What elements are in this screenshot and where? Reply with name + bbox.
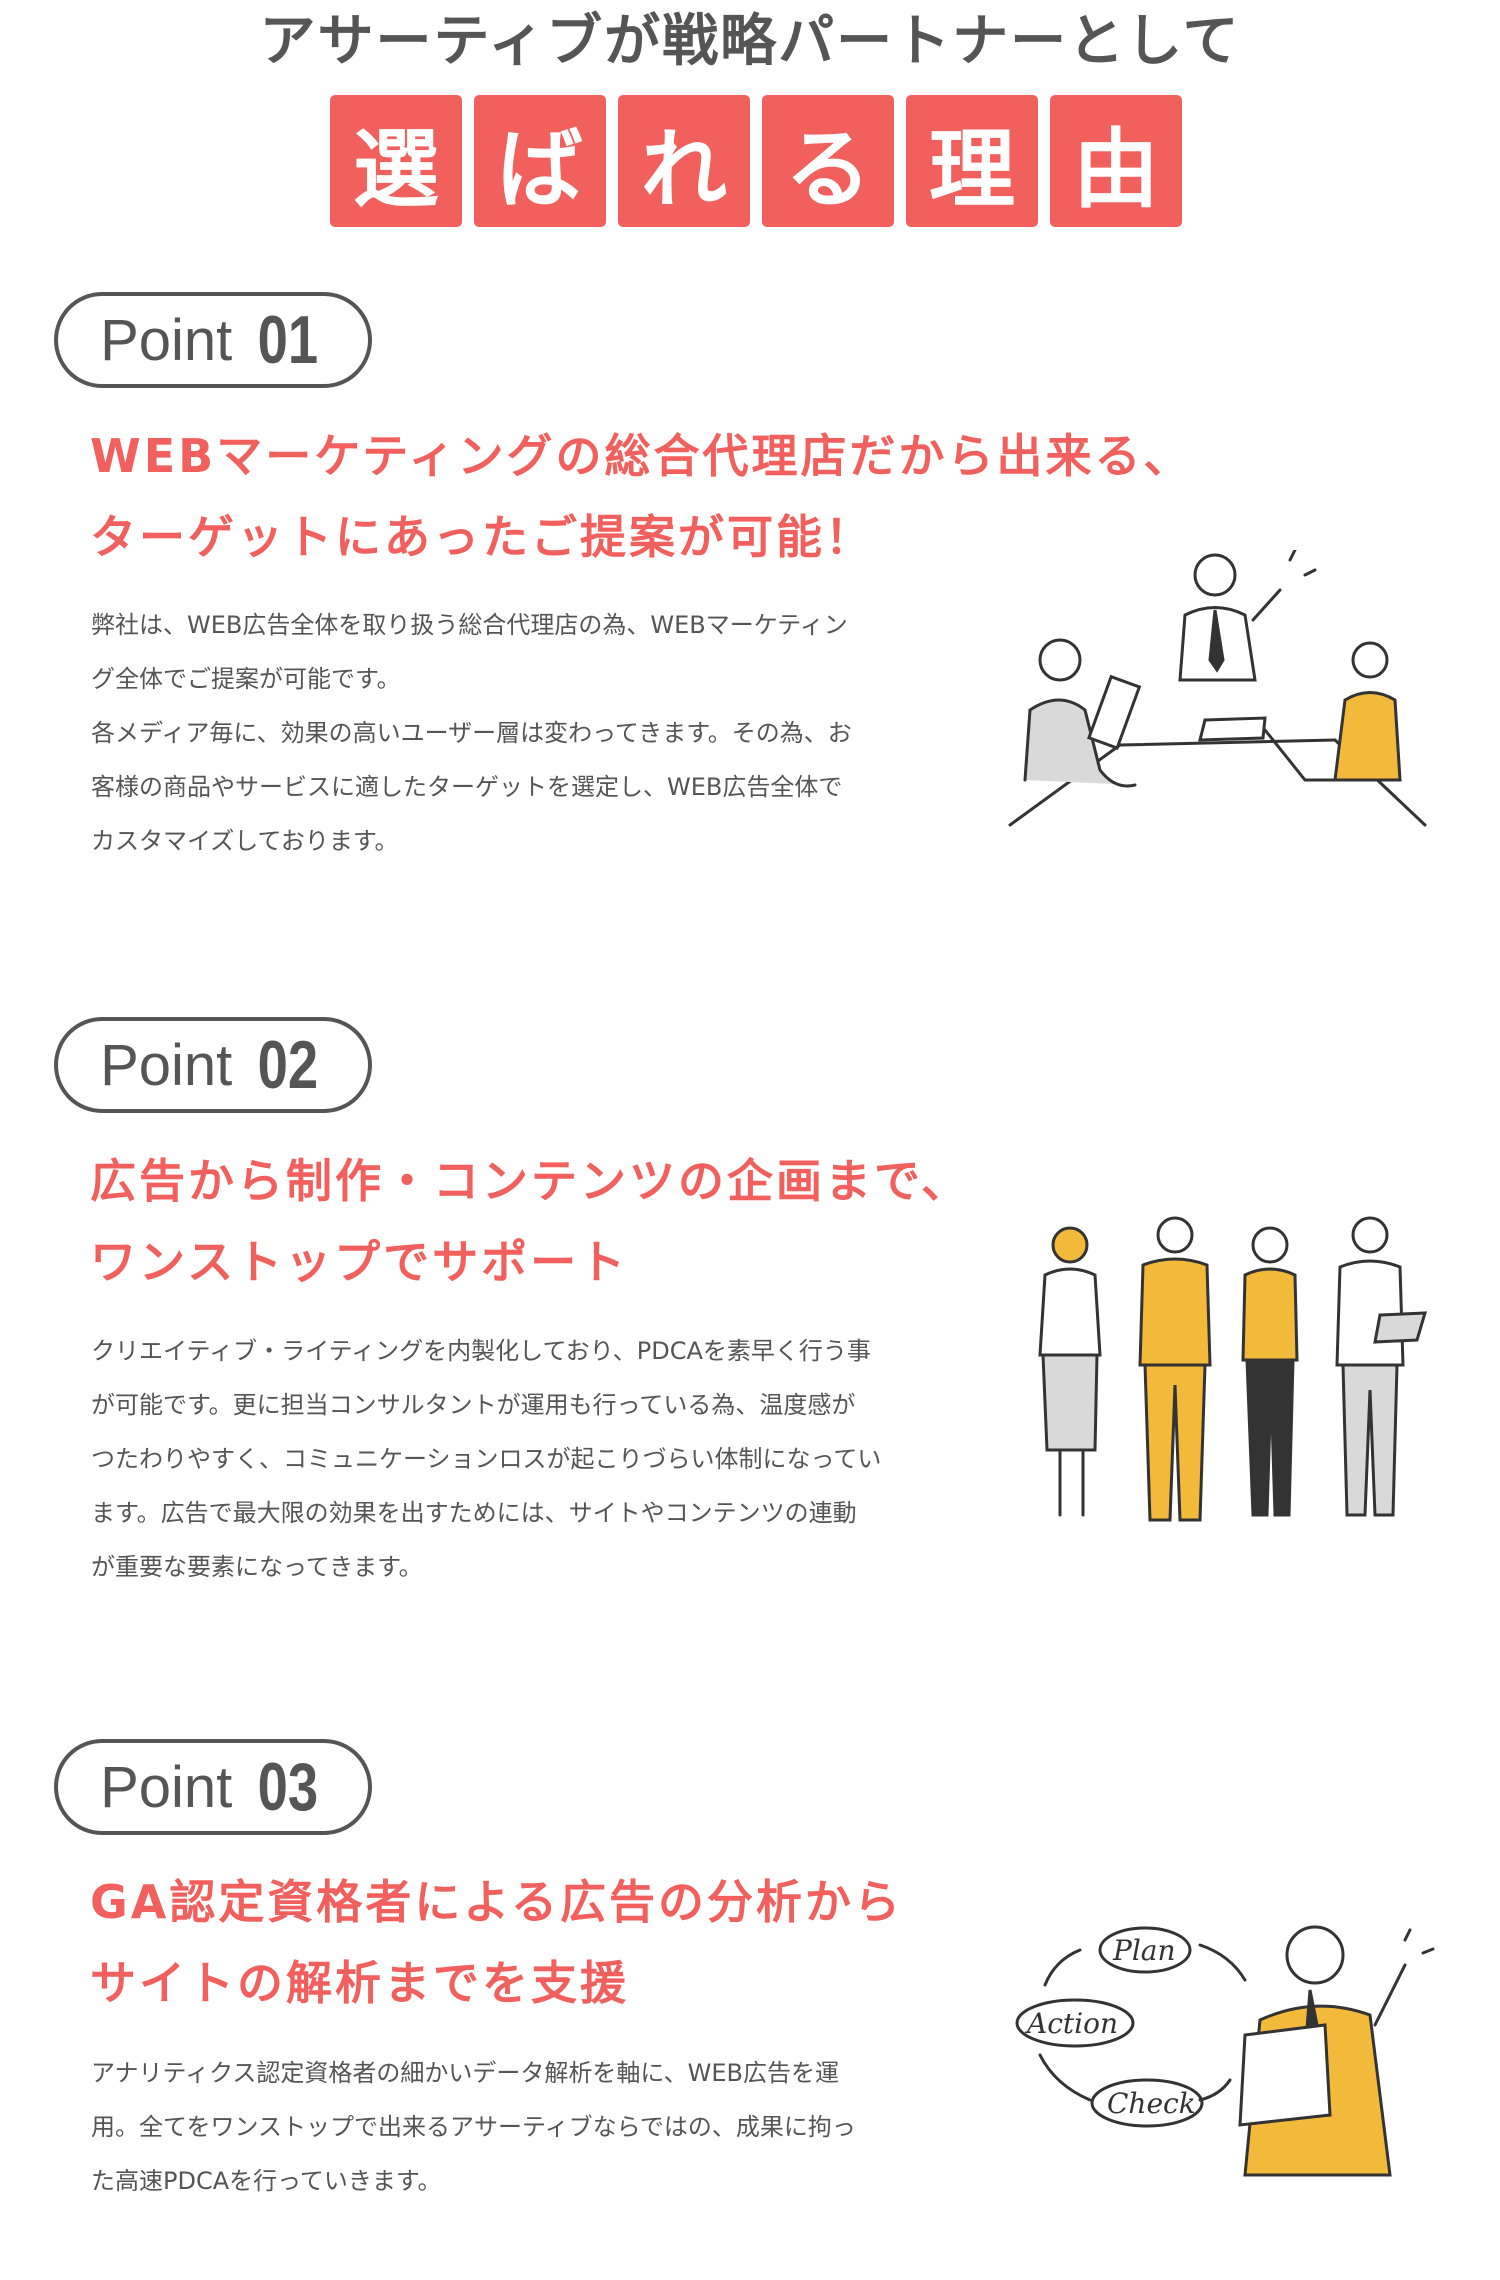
section-subtitle: アサーティブが戦略パートナーとして <box>259 9 1241 74</box>
point-badge-02: Point 02 <box>54 1017 372 1113</box>
arrow-icon <box>1198 2078 1232 2102</box>
pdca-illustration: Plan Action Check <box>1015 1925 1435 2177</box>
body-line: クリエイティブ・ライティングを内製化しており、PDCAを素早く行う事 <box>91 1337 871 1365</box>
heading-line: GA認定資格者による広告の分析から <box>90 1875 903 1929</box>
person-2 <box>1138 1216 1212 1522</box>
check-bubble <box>1090 2078 1204 2128</box>
table-edge-back <box>1118 738 1337 747</box>
check-label: Check <box>1107 2087 1196 2120</box>
plan-bubble <box>1098 1926 1192 1974</box>
title-char: れ <box>618 95 750 227</box>
point-number: 02 <box>257 1027 319 1103</box>
point-heading-02: 広告から制作・コンテンツの企画まで、 ワンストップでサポート <box>90 1141 970 1303</box>
person-3 <box>1241 1226 1299 1517</box>
point-badge-03: Point 03 <box>54 1739 372 1835</box>
title-char: る <box>762 95 894 227</box>
point-heading-01: WEBマーケティングの総合代理店だから出来る、 ターゲットにあったご提案が可能！ <box>90 416 1193 578</box>
body-line: アナリティクス認定資格者の細かいデータ解析を軸に、WEB広告を運 <box>91 2059 839 2087</box>
team-illustration <box>1038 1216 1428 1522</box>
papers <box>1198 716 1267 742</box>
point-label: Point <box>100 307 233 373</box>
body-line: 弊社は、WEB広告全体を取り扱う総合代理店の為、WEBマーケティン <box>91 611 848 639</box>
title-char: 理 <box>906 95 1038 227</box>
section-title: 選 ば れ る 理 由 <box>330 95 1182 227</box>
meeting-illustration <box>1008 550 1427 827</box>
point-body-02: クリエイティブ・ライティングを内製化しており、PDCAを素早く行う事 が可能です… <box>91 1324 881 1594</box>
point-badge-01: Point 01 <box>54 292 372 388</box>
body-line: ます。広告で最大限の効果を出すためには、サイトやコンテンツの連動 <box>91 1499 857 1527</box>
body-line: 客様の商品やサービスに適したターゲットを選定し、WEB広告全体で <box>91 773 843 801</box>
arrow-icon <box>1038 2053 1092 2102</box>
businessman <box>1238 1925 1435 2177</box>
plan-label: Plan <box>1112 1934 1176 1967</box>
body-line: が重要な要素になってきます。 <box>91 1553 423 1581</box>
title-char: 選 <box>330 95 462 227</box>
point-body-03: アナリティクス認定資格者の細かいデータ解析を軸に、WEB広告を運 用。全てをワン… <box>91 2046 856 2208</box>
point-number: 01 <box>257 302 319 378</box>
action-bubble <box>1015 1998 1135 2048</box>
body-line: 各メディア毎に、効果の高いユーザー層は変わってきます。その為、お <box>91 719 852 747</box>
body-line: つたわりやすく、コミュニケーションロスが起こりづらい体制になってい <box>91 1445 882 1473</box>
body-line: カスタマイズしております。 <box>91 827 399 855</box>
person-right <box>1263 641 1402 782</box>
person-left <box>1023 638 1142 788</box>
body-line: が可能です。更に担当コンサルタントが運用も行っている為、温度感が <box>91 1391 856 1419</box>
body-line: た高速PDCAを行っていきます。 <box>91 2167 442 2195</box>
person-1 <box>1038 1226 1102 1517</box>
point-label: Point <box>100 1032 233 1098</box>
body-line: グ全体でご提案が可能です。 <box>91 665 401 693</box>
heading-line: サイトの解析までを支援 <box>90 1956 629 2010</box>
point-label: Point <box>100 1754 233 1820</box>
arrow-icon <box>1198 1943 1247 1982</box>
point-heading-03: GA認定資格者による広告の分析から サイトの解析までを支援 <box>90 1862 903 2024</box>
table-edge-left <box>1008 743 1122 827</box>
title-char: 由 <box>1050 95 1182 227</box>
person-center <box>1178 550 1317 682</box>
arrow-icon <box>1043 1948 1082 1987</box>
body-line: 用。全てをワンストップで出来るアサーティブならではの、成果に拘っ <box>91 2113 856 2141</box>
heading-line: ワンストップでサポート <box>90 1235 629 1289</box>
action-label: Action <box>1024 2007 1118 2040</box>
point-number: 03 <box>257 1749 319 1825</box>
heading-line: 広告から制作・コンテンツの企画まで、 <box>90 1154 971 1208</box>
point-body-01: 弊社は、WEB広告全体を取り扱う総合代理店の為、WEBマーケティン グ全体でご提… <box>91 598 852 868</box>
title-char: ば <box>474 95 606 227</box>
heading-line: WEBマーケティングの総合代理店だから出来る、 <box>90 429 1193 483</box>
heading-line: ターゲットにあったご提案が可能！ <box>90 510 874 564</box>
person-4 <box>1335 1216 1428 1517</box>
